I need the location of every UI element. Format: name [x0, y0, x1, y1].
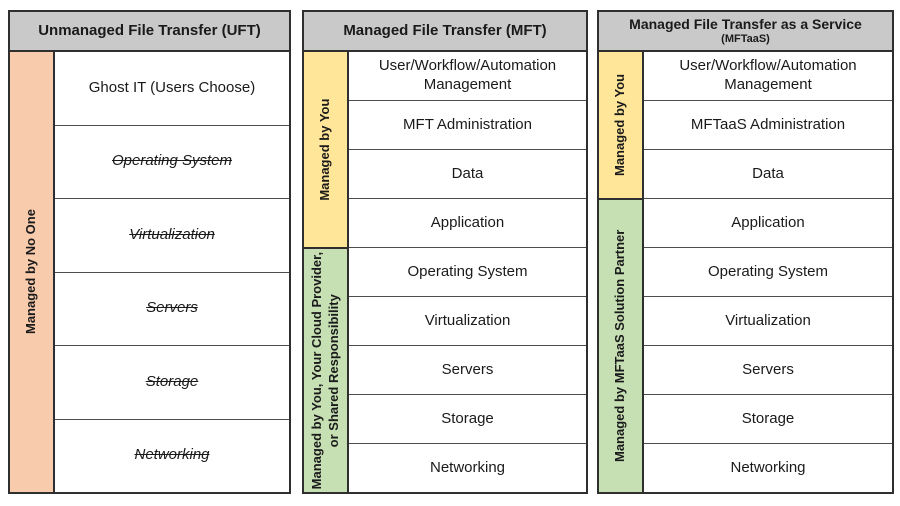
layer-row: Application: [349, 199, 586, 248]
layer-row: Ghost IT (Users Choose): [55, 52, 289, 126]
layer-row: Servers: [644, 346, 892, 395]
layer-row: MFTaaS Administration: [644, 101, 892, 150]
layer-label: Storage: [741, 409, 795, 427]
layer-label: Storage: [145, 372, 199, 390]
mft-sidebar-managed-by-you: Managed by You: [304, 52, 347, 249]
layer-label: Data: [451, 164, 484, 182]
layer-label: Data: [752, 164, 784, 182]
sidebar-label: Managed by You, Your Cloud Provider, or …: [308, 251, 341, 490]
layer-label: Virtualization: [725, 311, 811, 329]
mftaas-title: Managed File Transfer as a Service: [629, 16, 862, 33]
layer-row: Storage: [644, 395, 892, 444]
mftaas-table: Managed File Transfer as a Service (MFTa…: [597, 10, 894, 494]
sidebar-label: Managed by No One: [23, 209, 39, 335]
layer-label: Virtualization: [424, 311, 511, 329]
layer-label: Networking: [429, 458, 506, 476]
mft-header: Managed File Transfer (MFT): [304, 12, 586, 52]
layer-label: Application: [731, 213, 805, 231]
layer-row: Networking: [55, 420, 289, 493]
layer-label: Operating System: [707, 262, 829, 280]
sidebar-label: Managed by You: [317, 98, 333, 201]
layer-row: Networking: [349, 444, 586, 492]
mftaas-subtitle: (MFTaaS): [721, 32, 770, 45]
layer-row: Virtualization: [644, 297, 892, 346]
layer-row: Application: [644, 199, 892, 248]
sidebar-label: Managed by You: [612, 73, 628, 177]
sidebar-label: Managed by MFTaaS Solution Partner: [612, 229, 628, 463]
mft-body: Managed by You Managed by You, Your Clou…: [304, 52, 586, 492]
uft-sidebar-managed-by-no-one: Managed by No One: [10, 52, 53, 492]
layer-label: Ghost IT (Users Choose): [88, 78, 256, 96]
layer-row: Operating System: [644, 248, 892, 297]
mftaas-rows: User/Workflow/Automation Management MFTa…: [644, 52, 892, 492]
layer-label: Operating System: [111, 152, 233, 170]
layer-row: Data: [644, 150, 892, 199]
layer-label: Servers: [742, 360, 794, 378]
mftaas-header: Managed File Transfer as a Service (MFTa…: [599, 12, 892, 52]
layer-row: User/Workflow/Automation Management: [644, 52, 892, 101]
uft-header: Unmanaged File Transfer (UFT): [10, 12, 289, 52]
layer-label: User/Workflow/Automation Management: [378, 57, 557, 93]
layer-row: Virtualization: [349, 297, 586, 346]
mftaas-sidebar: Managed by You Managed by MFTaaS Solutio…: [599, 52, 644, 492]
layer-row: Servers: [55, 273, 289, 346]
layer-label: Networking: [134, 446, 210, 464]
mft-sidebar-shared-responsibility: Managed by You, Your Cloud Provider, or …: [304, 248, 347, 492]
mft-title: Managed File Transfer (MFT): [343, 21, 547, 39]
layer-row: Storage: [55, 346, 289, 420]
layer-row: Operating System: [349, 248, 586, 297]
layer-label: Virtualization: [129, 225, 215, 243]
mft-sidebar: Managed by You Managed by You, Your Clou…: [304, 52, 349, 492]
layer-label: MFT Administration: [403, 115, 532, 133]
layer-label: Operating System: [407, 262, 528, 280]
layer-label: Servers: [441, 360, 494, 378]
uft-title: Unmanaged File Transfer (UFT): [38, 21, 261, 39]
layer-label: Storage: [441, 409, 494, 427]
layer-label: MFTaaS Administration: [690, 115, 846, 133]
layer-label: Networking: [730, 458, 806, 476]
mft-table: Managed File Transfer (MFT) Managed by Y…: [302, 10, 588, 494]
layer-label: Application: [430, 213, 505, 231]
layer-row: User/Workflow/Automation Management: [349, 52, 586, 101]
uft-rows: Ghost IT (Users Choose) Operating System…: [55, 52, 289, 492]
mft-rows: User/Workflow/Automation Management MFT …: [349, 52, 586, 492]
layer-label: Servers: [146, 299, 198, 317]
uft-table: Unmanaged File Transfer (UFT) Managed by…: [8, 10, 291, 494]
layer-label: User/Workflow/Automation Management: [679, 57, 857, 93]
layer-row: MFT Administration: [349, 101, 586, 150]
layer-row: Servers: [349, 346, 586, 395]
layer-row: Virtualization: [55, 199, 289, 273]
uft-body: Managed by No One Ghost IT (Users Choose…: [10, 52, 289, 492]
mftaas-sidebar-managed-by-you: Managed by You: [599, 52, 642, 200]
layer-row: Storage: [349, 395, 586, 444]
uft-sidebar: Managed by No One: [10, 52, 55, 492]
mftaas-body: Managed by You Managed by MFTaaS Solutio…: [599, 52, 892, 492]
layer-row: Data: [349, 150, 586, 199]
mftaas-sidebar-solution-partner: Managed by MFTaaS Solution Partner: [599, 200, 642, 492]
layer-row: Networking: [644, 444, 892, 492]
layer-row: Operating System: [55, 126, 289, 199]
